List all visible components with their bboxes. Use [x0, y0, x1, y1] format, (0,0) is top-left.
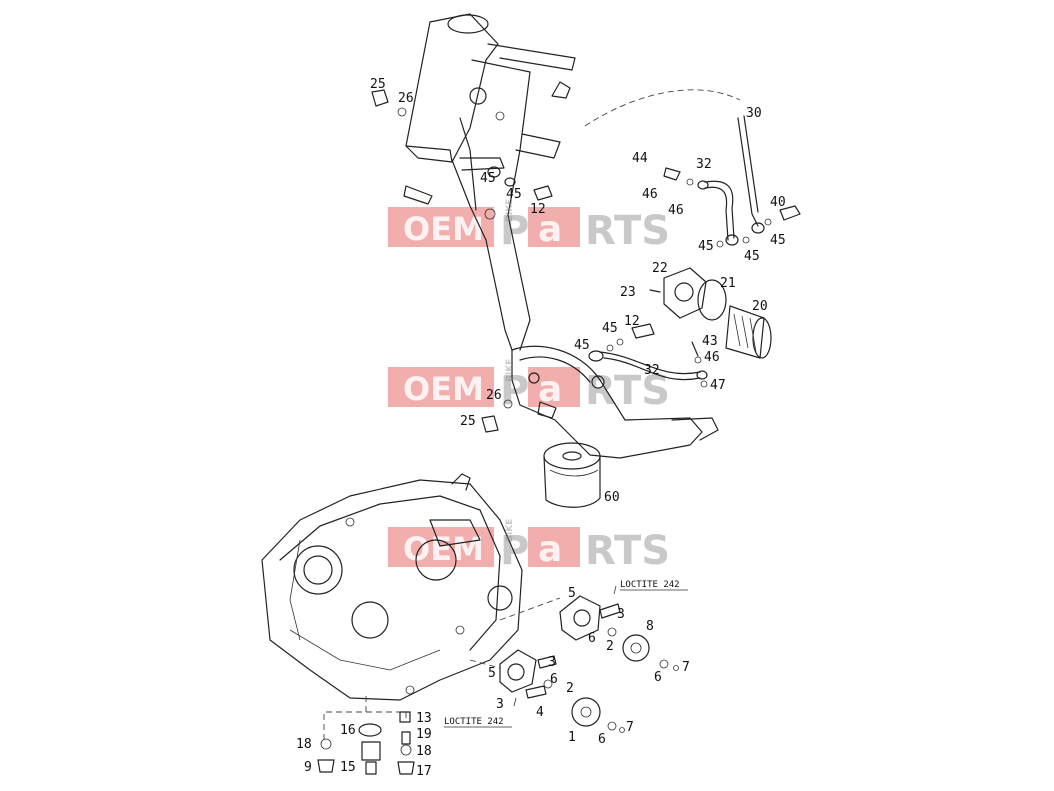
locator-line-pump-upper [499, 597, 561, 621]
part-label: 12 [530, 202, 546, 217]
svg-text:RTS: RTS [585, 208, 670, 254]
svg-text:OEM: OEM [403, 530, 484, 568]
part-label: 5 [488, 666, 496, 681]
part-label: 12 [624, 314, 640, 329]
part-label: 16 [340, 723, 356, 738]
part-label: 18 [416, 744, 432, 759]
svg-text:RTS: RTS [585, 528, 670, 574]
part-label: 13 [416, 711, 432, 726]
frame [403, 13, 719, 459]
part-label: 32 [696, 157, 712, 172]
watermark-middle: OEM P a RTS [388, 367, 670, 414]
oil-filter-group [649, 267, 772, 359]
part-label: 17 [416, 764, 432, 779]
part-label: 20 [752, 299, 768, 314]
part-label: 60 [604, 490, 620, 505]
part-label: 3 [496, 697, 504, 712]
part-label: 21 [720, 276, 736, 291]
part-label: 43 [702, 334, 718, 349]
locator-line-pump-lower [469, 659, 501, 669]
part-label: 45 [744, 249, 760, 264]
oil-tank-outline [584, 89, 741, 127]
part-label: 26 [486, 388, 502, 403]
part-label: 30 [746, 106, 762, 121]
watermark-bottom: OEM P a RTS [388, 527, 670, 574]
part-label: 26 [398, 91, 414, 106]
part-label: 2 [606, 639, 614, 654]
svg-text:a: a [538, 369, 562, 410]
part-label: 23 [620, 285, 636, 300]
part-label: 19 [416, 727, 432, 742]
part-label: 3 [548, 655, 556, 670]
part-label: 18 [296, 737, 312, 752]
part-label: 46 [704, 350, 720, 365]
loctite-note-lower: LOCTITE 242 [444, 717, 504, 727]
part-label: 45 [480, 171, 496, 186]
part-label: 45 [698, 239, 714, 254]
part-label: 25 [460, 414, 476, 429]
part-label: 15 [340, 760, 356, 775]
oil-hose-upper [663, 115, 801, 248]
oil-pump-lower [499, 649, 625, 733]
part-label: 6 [598, 732, 606, 747]
part-label: 40 [770, 195, 786, 210]
oil-pump-upper [559, 585, 679, 671]
part-labels: 30 25 26 44 32 46 46 40 45 45 12 45 45 4… [296, 77, 786, 779]
part-label: 7 [626, 720, 634, 735]
watermark-side-bottom: BIKE [505, 519, 515, 542]
part-label: 5 [568, 586, 576, 601]
part-label: 45 [770, 233, 786, 248]
part-label: 3 [617, 607, 625, 622]
watermark-side-top: BIKE [505, 199, 515, 222]
svg-text:a: a [538, 209, 562, 250]
part-label: 6 [550, 672, 558, 687]
screw-plug-upper [371, 89, 407, 117]
part-label: 46 [668, 203, 684, 218]
part-label: 46 [642, 187, 658, 202]
part-label: 6 [588, 631, 596, 646]
part-label: 32 [644, 363, 660, 378]
part-label: 7 [682, 660, 690, 675]
part-label: 44 [632, 151, 648, 166]
part-label: 4 [536, 705, 544, 720]
loctite-note-upper: LOCTITE 242 [620, 580, 680, 590]
svg-text:a: a [538, 529, 562, 570]
svg-text:P: P [500, 528, 529, 574]
part-label: 45 [574, 338, 590, 353]
part-label: 45 [602, 321, 618, 336]
watermark-side-middle: BIKE [505, 359, 515, 382]
screw-plug-lower [481, 399, 513, 433]
part-label: 6 [654, 670, 662, 685]
crankcase [261, 473, 523, 701]
drain-parts [317, 711, 415, 775]
part-label: 25 [370, 77, 386, 92]
part-label: 45 [506, 187, 522, 202]
bolts-upper [487, 166, 553, 201]
part-label: 2 [566, 681, 574, 696]
part-label: 1 [568, 730, 576, 745]
spin-on-oil-filter [543, 442, 601, 508]
part-label: 9 [304, 760, 312, 775]
svg-text:OEM: OEM [403, 370, 484, 408]
oil-pipe-lower [588, 323, 708, 388]
svg-text:OEM: OEM [403, 210, 484, 248]
part-label: 8 [646, 619, 654, 634]
part-label: 22 [652, 261, 668, 276]
watermark-top: OEM P a RTS [388, 207, 670, 254]
part-label: 47 [710, 378, 726, 393]
